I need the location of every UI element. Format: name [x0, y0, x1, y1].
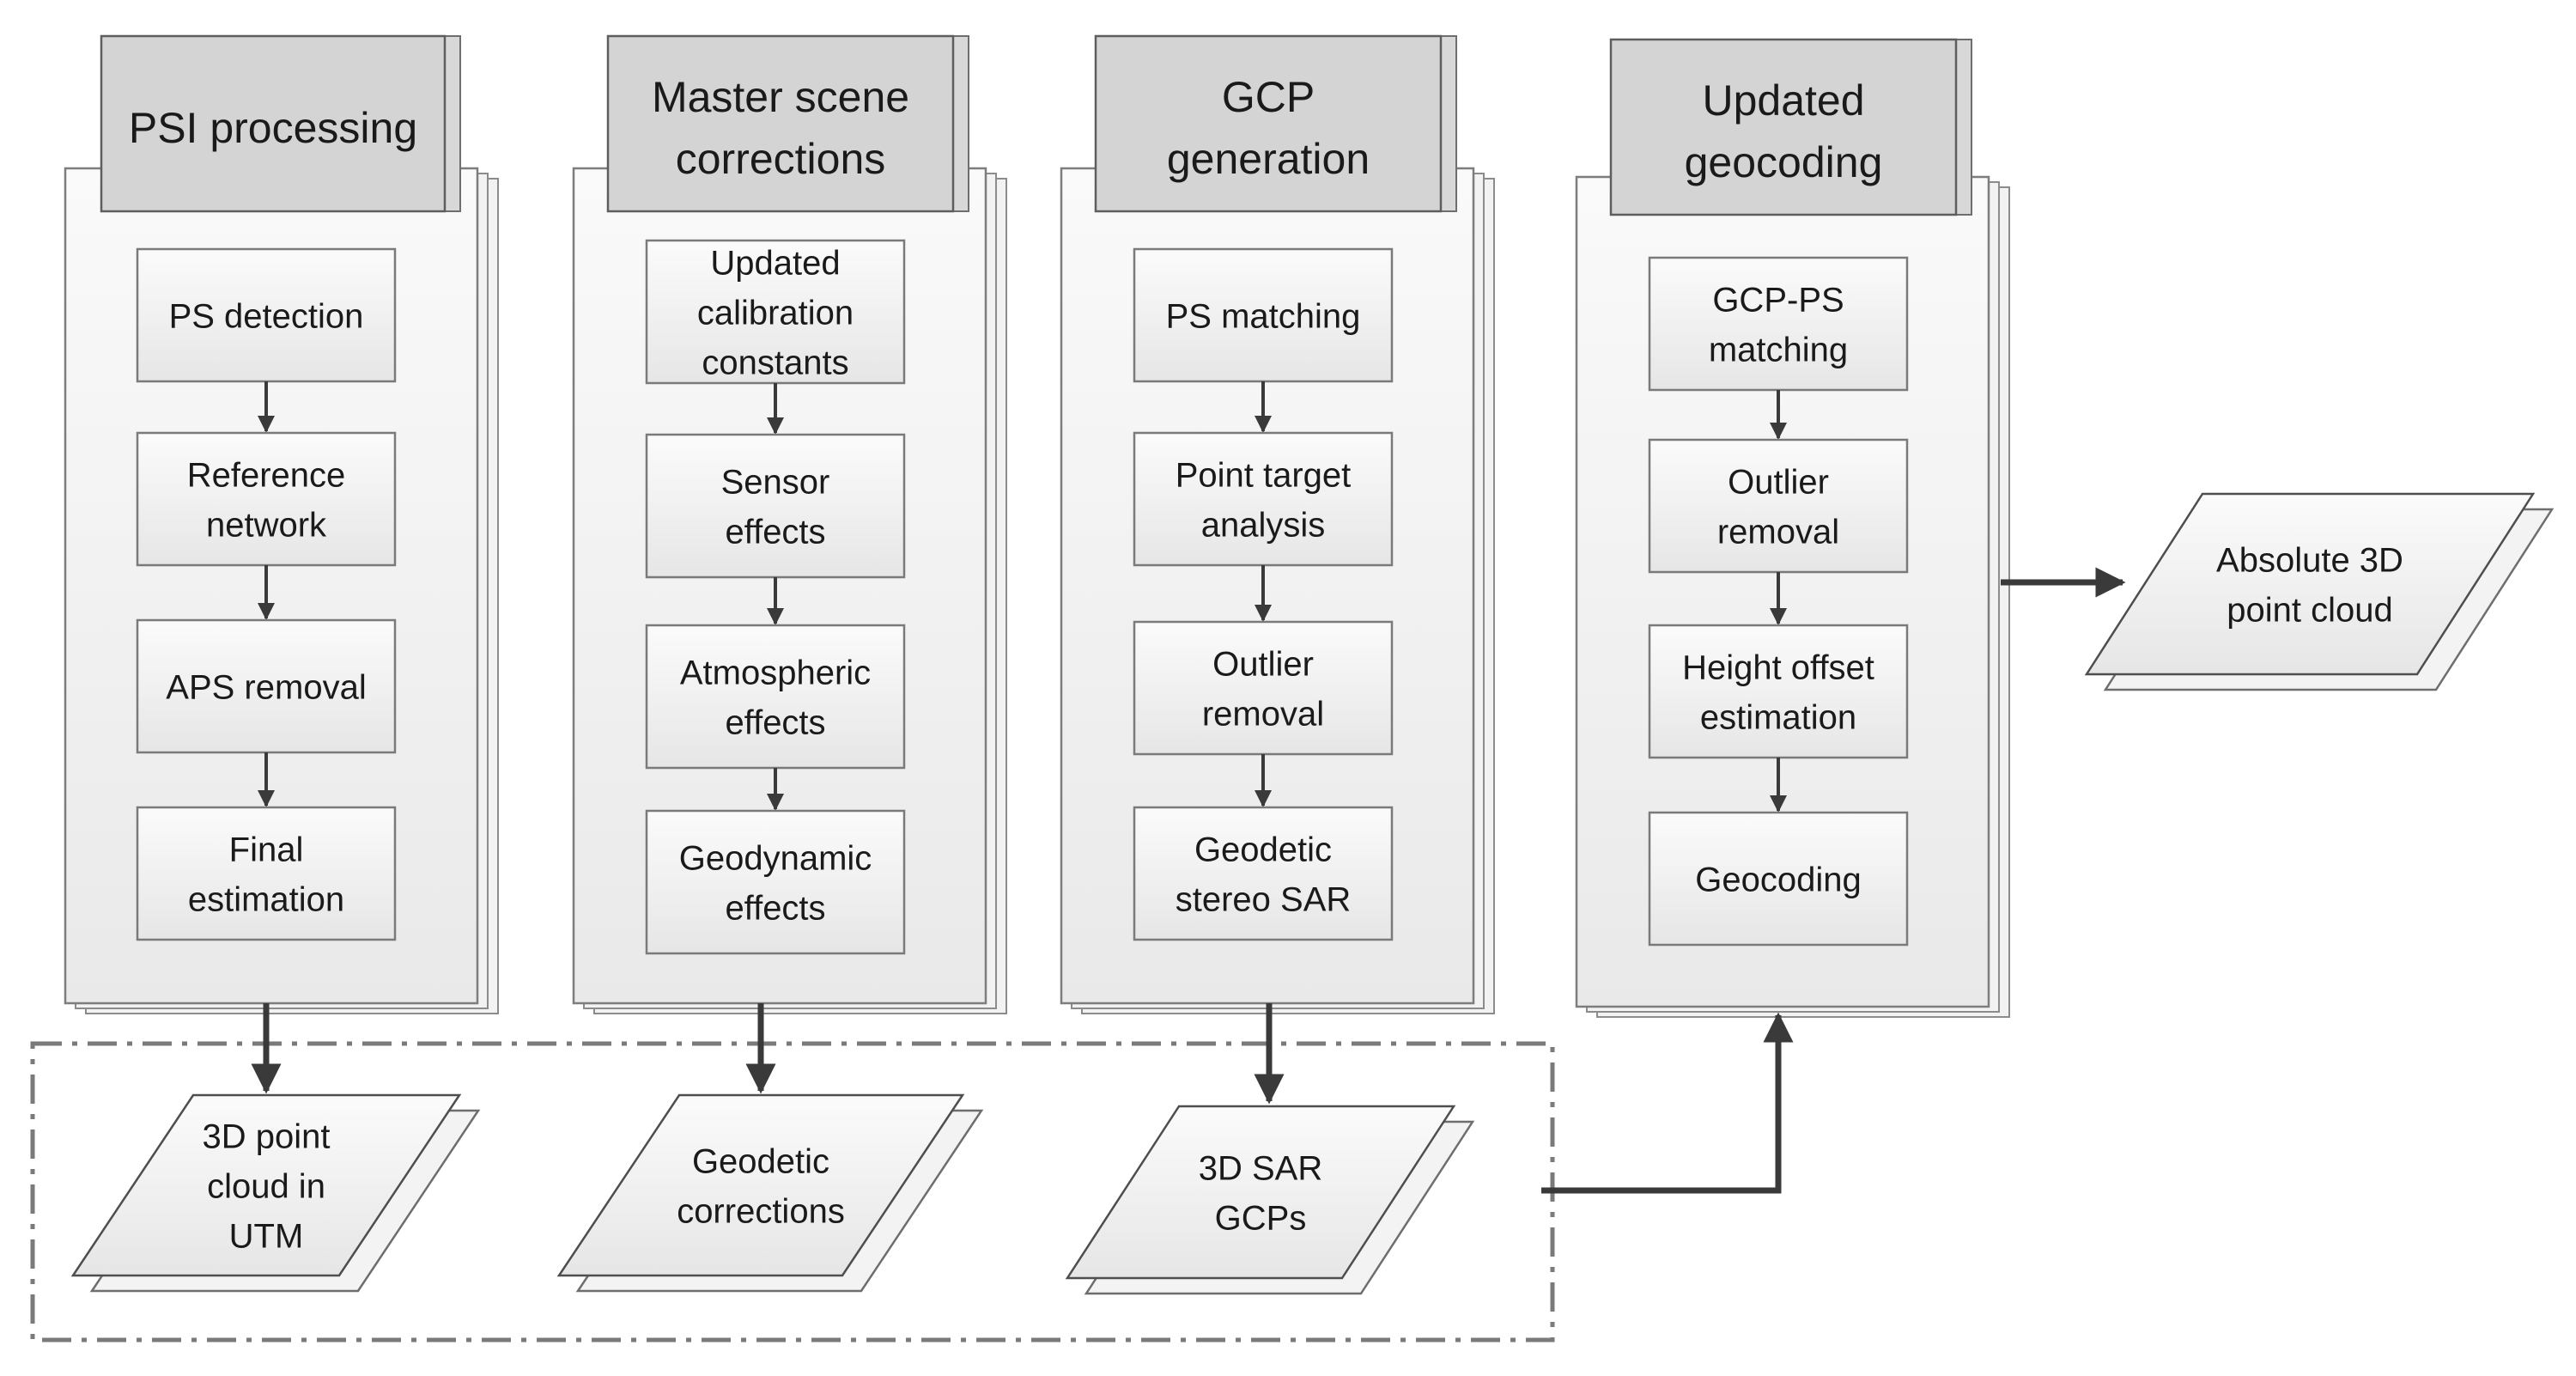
- step-box: [1648, 811, 1909, 947]
- step-box: [1133, 806, 1394, 941]
- step-box: [136, 806, 397, 941]
- panel-title-box: [100, 34, 447, 213]
- step-box: [136, 431, 397, 567]
- step-box: [1648, 256, 1909, 392]
- step-box: [645, 433, 906, 579]
- output-shape: [1065, 1105, 1456, 1280]
- step-box: [1133, 620, 1394, 756]
- step-box: [1648, 438, 1909, 574]
- panel-title-box: [1609, 38, 1958, 216]
- step-box: [645, 239, 906, 385]
- step-box: [1648, 624, 1909, 759]
- step-label: APS removal: [166, 668, 366, 706]
- step-box: [1133, 431, 1394, 567]
- step-box: [645, 809, 906, 955]
- gcp-to-geocoding-arrow: [1541, 1012, 1794, 1194]
- panel-title-box: [1094, 34, 1443, 213]
- step-box: [136, 247, 397, 383]
- panel-title: PSI processing: [129, 104, 417, 152]
- output-shape: [70, 1093, 462, 1277]
- panel-title-box: [606, 34, 955, 213]
- output-shape: [2084, 492, 2536, 676]
- step-label: PS detection: [169, 297, 364, 335]
- step-box: [1133, 247, 1394, 383]
- step-box: [645, 624, 906, 770]
- output-shape: [556, 1093, 965, 1277]
- step-label: Geocoding: [1695, 861, 1861, 898]
- step-label: PS matching: [1166, 297, 1361, 335]
